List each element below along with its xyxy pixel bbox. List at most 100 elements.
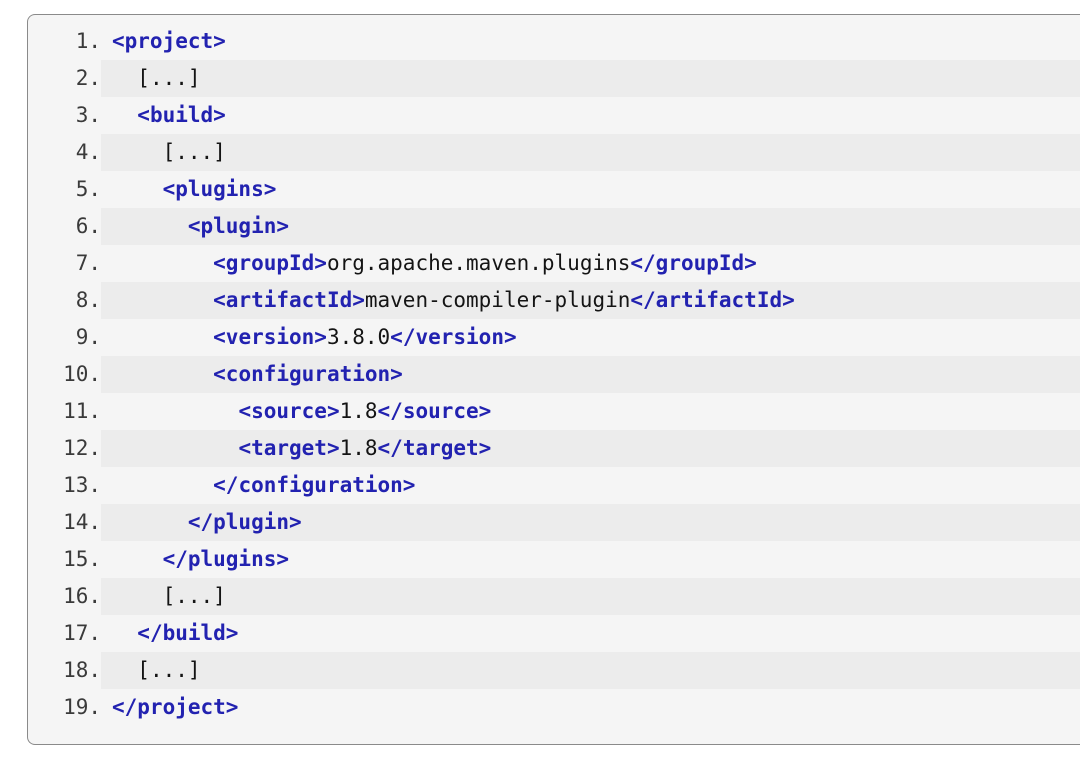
line-number: 4. [28, 134, 101, 171]
line-content: <configuration> [112, 356, 1080, 393]
code-line: 8. <artifactId>maven-compiler-plugin</ar… [28, 282, 1080, 319]
code-line: 11. <source>1.8</source> [28, 393, 1080, 430]
code-line: 12. <target>1.8</target> [28, 430, 1080, 467]
xml-tag: </groupId> [630, 251, 757, 275]
line-number: 3. [28, 97, 101, 134]
line-number: 1. [28, 23, 101, 60]
code-line: 9. <version>3.8.0</version> [28, 319, 1080, 356]
line-content: <project> [112, 23, 1080, 60]
line-indent [112, 140, 163, 164]
xml-tag: <groupId> [213, 251, 327, 275]
line-number: 19. [28, 689, 101, 726]
line-indent [112, 177, 163, 201]
line-content: <plugin> [112, 208, 1080, 245]
line-indent [112, 214, 188, 238]
line-indent [112, 66, 137, 90]
code-line: 14. </plugin> [28, 504, 1080, 541]
line-indent [112, 103, 137, 127]
line-number: 12. [28, 430, 101, 467]
line-content: [...] [112, 578, 1080, 615]
code-line: 1. <project> [28, 23, 1080, 60]
line-number: 18. [28, 652, 101, 689]
xml-tag: </target> [377, 436, 492, 460]
line-number: 15. [28, 541, 101, 578]
code-line: 16. [...] [28, 578, 1080, 615]
xml-text: 1.8 [339, 399, 378, 423]
line-number: 8. [28, 282, 101, 319]
xml-text: [...] [162, 584, 226, 608]
xml-tag: </build> [137, 621, 239, 645]
line-indent [112, 325, 213, 349]
code-line: 4. [...] [28, 134, 1080, 171]
code-line: 19. </project> [28, 689, 1080, 726]
xml-tag: <source> [238, 399, 340, 423]
xml-tag: <artifactId> [213, 288, 365, 312]
code-line: 2. [...] [28, 60, 1080, 97]
line-content: <artifactId>maven-compiler-plugin</artif… [112, 282, 1080, 319]
xml-text: [...] [137, 66, 201, 90]
code-line: 17. </build> [28, 615, 1080, 652]
code-line: 18. [...] [28, 652, 1080, 689]
line-number: 10. [28, 356, 101, 393]
xml-tag: </artifactId> [630, 288, 795, 312]
line-content: [...] [112, 652, 1080, 689]
line-content: [...] [112, 60, 1080, 97]
line-content: </project> [112, 689, 1080, 726]
xml-text: maven-compiler-plugin [364, 288, 631, 312]
line-indent [112, 473, 213, 497]
line-content: <source>1.8</source> [112, 393, 1080, 430]
code-block[interactable]: 1.<project>2. [...]3. <build>4. [...]5. … [27, 14, 1080, 745]
code-line: 15. </plugins> [28, 541, 1080, 578]
line-content: <groupId>org.apache.maven.plugins</group… [112, 245, 1080, 282]
line-number: 16. [28, 578, 101, 615]
line-indent [112, 584, 163, 608]
xml-text: 1.8 [339, 436, 378, 460]
code-line-list: 1.<project>2. [...]3. <build>4. [...]5. … [28, 15, 1080, 734]
code-line: 10. <configuration> [28, 356, 1080, 393]
code-line: 6. <plugin> [28, 208, 1080, 245]
xml-tag: <version> [213, 325, 327, 349]
line-indent [112, 621, 137, 645]
line-number: 9. [28, 319, 101, 356]
code-line: 3. <build> [28, 97, 1080, 134]
line-content: </plugin> [112, 504, 1080, 541]
line-content: </plugins> [112, 541, 1080, 578]
xml-tag: <target> [238, 436, 340, 460]
xml-tag: </configuration> [213, 473, 416, 497]
xml-text: org.apache.maven.plugins [326, 251, 631, 275]
xml-tag: </plugin> [187, 510, 302, 534]
code-line: 13. </configuration> [28, 467, 1080, 504]
line-indent [112, 399, 238, 423]
line-indent [112, 436, 238, 460]
line-indent [112, 288, 213, 312]
line-indent [112, 251, 213, 275]
line-content: </build> [112, 615, 1080, 652]
line-number: 2. [28, 60, 101, 97]
xml-tag: <project> [112, 29, 226, 53]
line-content: <version>3.8.0</version> [112, 319, 1080, 356]
line-indent [112, 658, 137, 682]
code-line: 5. <plugins> [28, 171, 1080, 208]
line-number: 6. [28, 208, 101, 245]
xml-tag: </plugins> [162, 547, 290, 571]
xml-text: [...] [137, 658, 201, 682]
xml-tag: </source> [377, 399, 492, 423]
line-indent [112, 510, 188, 534]
line-content: <target>1.8</target> [112, 430, 1080, 467]
line-number: 14. [28, 504, 101, 541]
line-content: [...] [112, 134, 1080, 171]
xml-tag: <configuration> [213, 362, 403, 386]
xml-tag: <plugins> [162, 177, 277, 201]
xml-tag: <plugin> [187, 214, 290, 238]
code-line: 7. <groupId>org.apache.maven.plugins</gr… [28, 245, 1080, 282]
xml-tag: <build> [137, 103, 226, 127]
xml-text: [...] [162, 140, 226, 164]
line-content: <build> [112, 97, 1080, 134]
xml-tag: </project> [112, 695, 239, 719]
line-content: <plugins> [112, 171, 1080, 208]
line-number: 11. [28, 393, 101, 430]
xml-text: 3.8.0 [326, 325, 391, 349]
line-number: 5. [28, 171, 101, 208]
line-number: 7. [28, 245, 101, 282]
line-indent [112, 547, 163, 571]
